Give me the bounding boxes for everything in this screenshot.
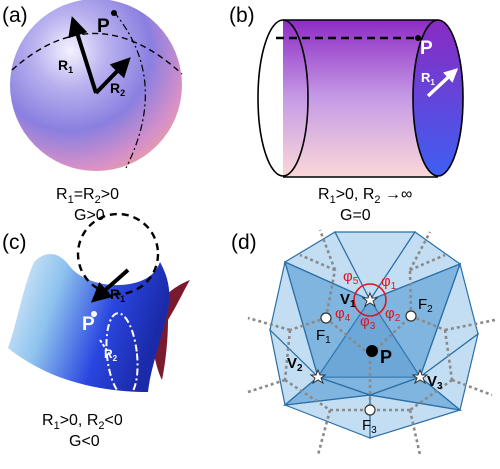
r1-label: R1 xyxy=(421,70,435,87)
angle-arc xyxy=(353,283,387,317)
panel-c: (c) R1 P R2 R1>0, R2<0 G<0 xyxy=(2,212,190,450)
dual-edges xyxy=(247,229,496,456)
cylinder-left-end xyxy=(257,19,309,177)
panel-d-tag: (d) xyxy=(231,231,257,254)
panel-a: (a) P R1 R2 R1=R2>0 G>0 xyxy=(2,0,183,224)
point-label: P xyxy=(82,314,95,335)
v2-label: V2 xyxy=(287,355,303,374)
panel-d: (d) V1 V2 V3 F1 F2 F3 P φ5 φ1 φ4 φ2 φ3 xyxy=(231,229,496,456)
phi5-label: φ5 xyxy=(343,268,359,287)
point-label: P xyxy=(97,16,110,37)
panel-b: (b) P R1 R1>0, R2 →∞ G=0 xyxy=(229,4,464,224)
f1-label: F1 xyxy=(316,327,331,346)
r1-label: R1 xyxy=(110,286,125,304)
phi4-label: φ4 xyxy=(335,305,351,324)
r2-label: R2 xyxy=(104,347,118,363)
r1-osculating-circle xyxy=(76,212,160,296)
caption-c-line2: G<0 xyxy=(69,433,100,450)
f2-label: F2 xyxy=(418,296,433,315)
cylinder-right-end xyxy=(412,19,464,177)
sphere xyxy=(10,0,182,171)
caption-c-line1: R1>0, R2<0 xyxy=(42,412,123,432)
point-dot xyxy=(91,311,97,317)
v3-label: V3 xyxy=(427,373,443,392)
r2-label: R2 xyxy=(110,80,125,98)
cylinder-body xyxy=(283,20,442,177)
sphere-meridian xyxy=(113,11,146,169)
vertex-stars xyxy=(309,291,429,385)
f1-dot xyxy=(320,312,332,324)
r1-arrow xyxy=(68,16,98,94)
r2-arrow xyxy=(99,339,111,356)
panel-c-tag: (c) xyxy=(2,231,27,254)
point-label: P xyxy=(380,347,392,367)
sphere-great-circle xyxy=(11,32,183,75)
r1-label: R1 xyxy=(58,57,73,75)
caption-b-line2: G=0 xyxy=(340,207,371,224)
panel-a-tag: (a) xyxy=(2,4,28,27)
point-dot xyxy=(111,10,117,16)
point-dot xyxy=(366,345,378,357)
f3-dot xyxy=(364,404,376,416)
r2-arrow xyxy=(94,57,131,95)
r1-arrow xyxy=(91,268,130,303)
caption-a-line1: R1=R2>0 xyxy=(56,186,119,206)
phi1-label: φ1 xyxy=(381,273,397,292)
phi2-label: φ2 xyxy=(385,305,401,324)
f3-label: F3 xyxy=(362,417,377,436)
phi3-label: φ3 xyxy=(360,313,376,332)
mesh-outer-ring xyxy=(269,231,479,439)
point-label: P xyxy=(420,38,433,59)
v1-label: V1 xyxy=(340,291,356,310)
point-dot xyxy=(415,35,421,41)
saddle-surface xyxy=(8,253,170,392)
caption-a-line2: G>0 xyxy=(74,207,105,224)
f2-dot xyxy=(405,310,417,322)
panel-b-tag: (b) xyxy=(229,4,255,27)
r1-arrow xyxy=(426,68,459,98)
r2-osculating-circle xyxy=(105,312,139,398)
caption-b-line1: R1>0, R2 →∞ xyxy=(318,186,412,206)
central-triangle xyxy=(318,300,420,377)
